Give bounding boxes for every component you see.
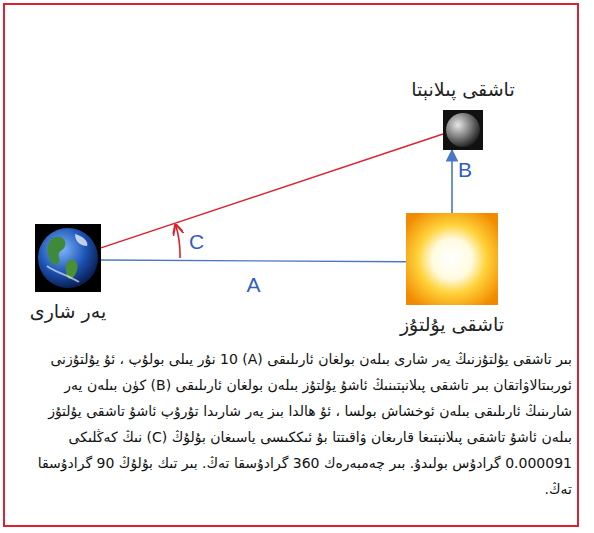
star-picture: تاشقى يۇلتۇز xyxy=(406,213,498,305)
connector xyxy=(101,260,406,262)
connector xyxy=(101,134,443,248)
distance-b: B xyxy=(458,158,472,182)
body-label: تاشقى يۇلتۇز xyxy=(400,313,504,335)
body-label: تاشقى پىلانېتا xyxy=(411,78,514,100)
angle-arc-path xyxy=(176,226,180,258)
angle-label: C xyxy=(189,230,204,254)
caption-paragraph: بىر تاشقى يۇلتۇزنىڭ يەر شارى بىلەن بولغا… xyxy=(20,346,572,502)
sun-art xyxy=(406,213,498,305)
planet-picture: تاشقى پىلانېتا xyxy=(443,110,483,150)
body-label: يەر شارى xyxy=(30,300,106,322)
planet-art xyxy=(443,110,483,150)
connector xyxy=(451,150,453,213)
earth-picture: يەر شارى xyxy=(35,224,101,292)
earth-art xyxy=(35,224,101,292)
distance-a: A xyxy=(246,273,260,297)
